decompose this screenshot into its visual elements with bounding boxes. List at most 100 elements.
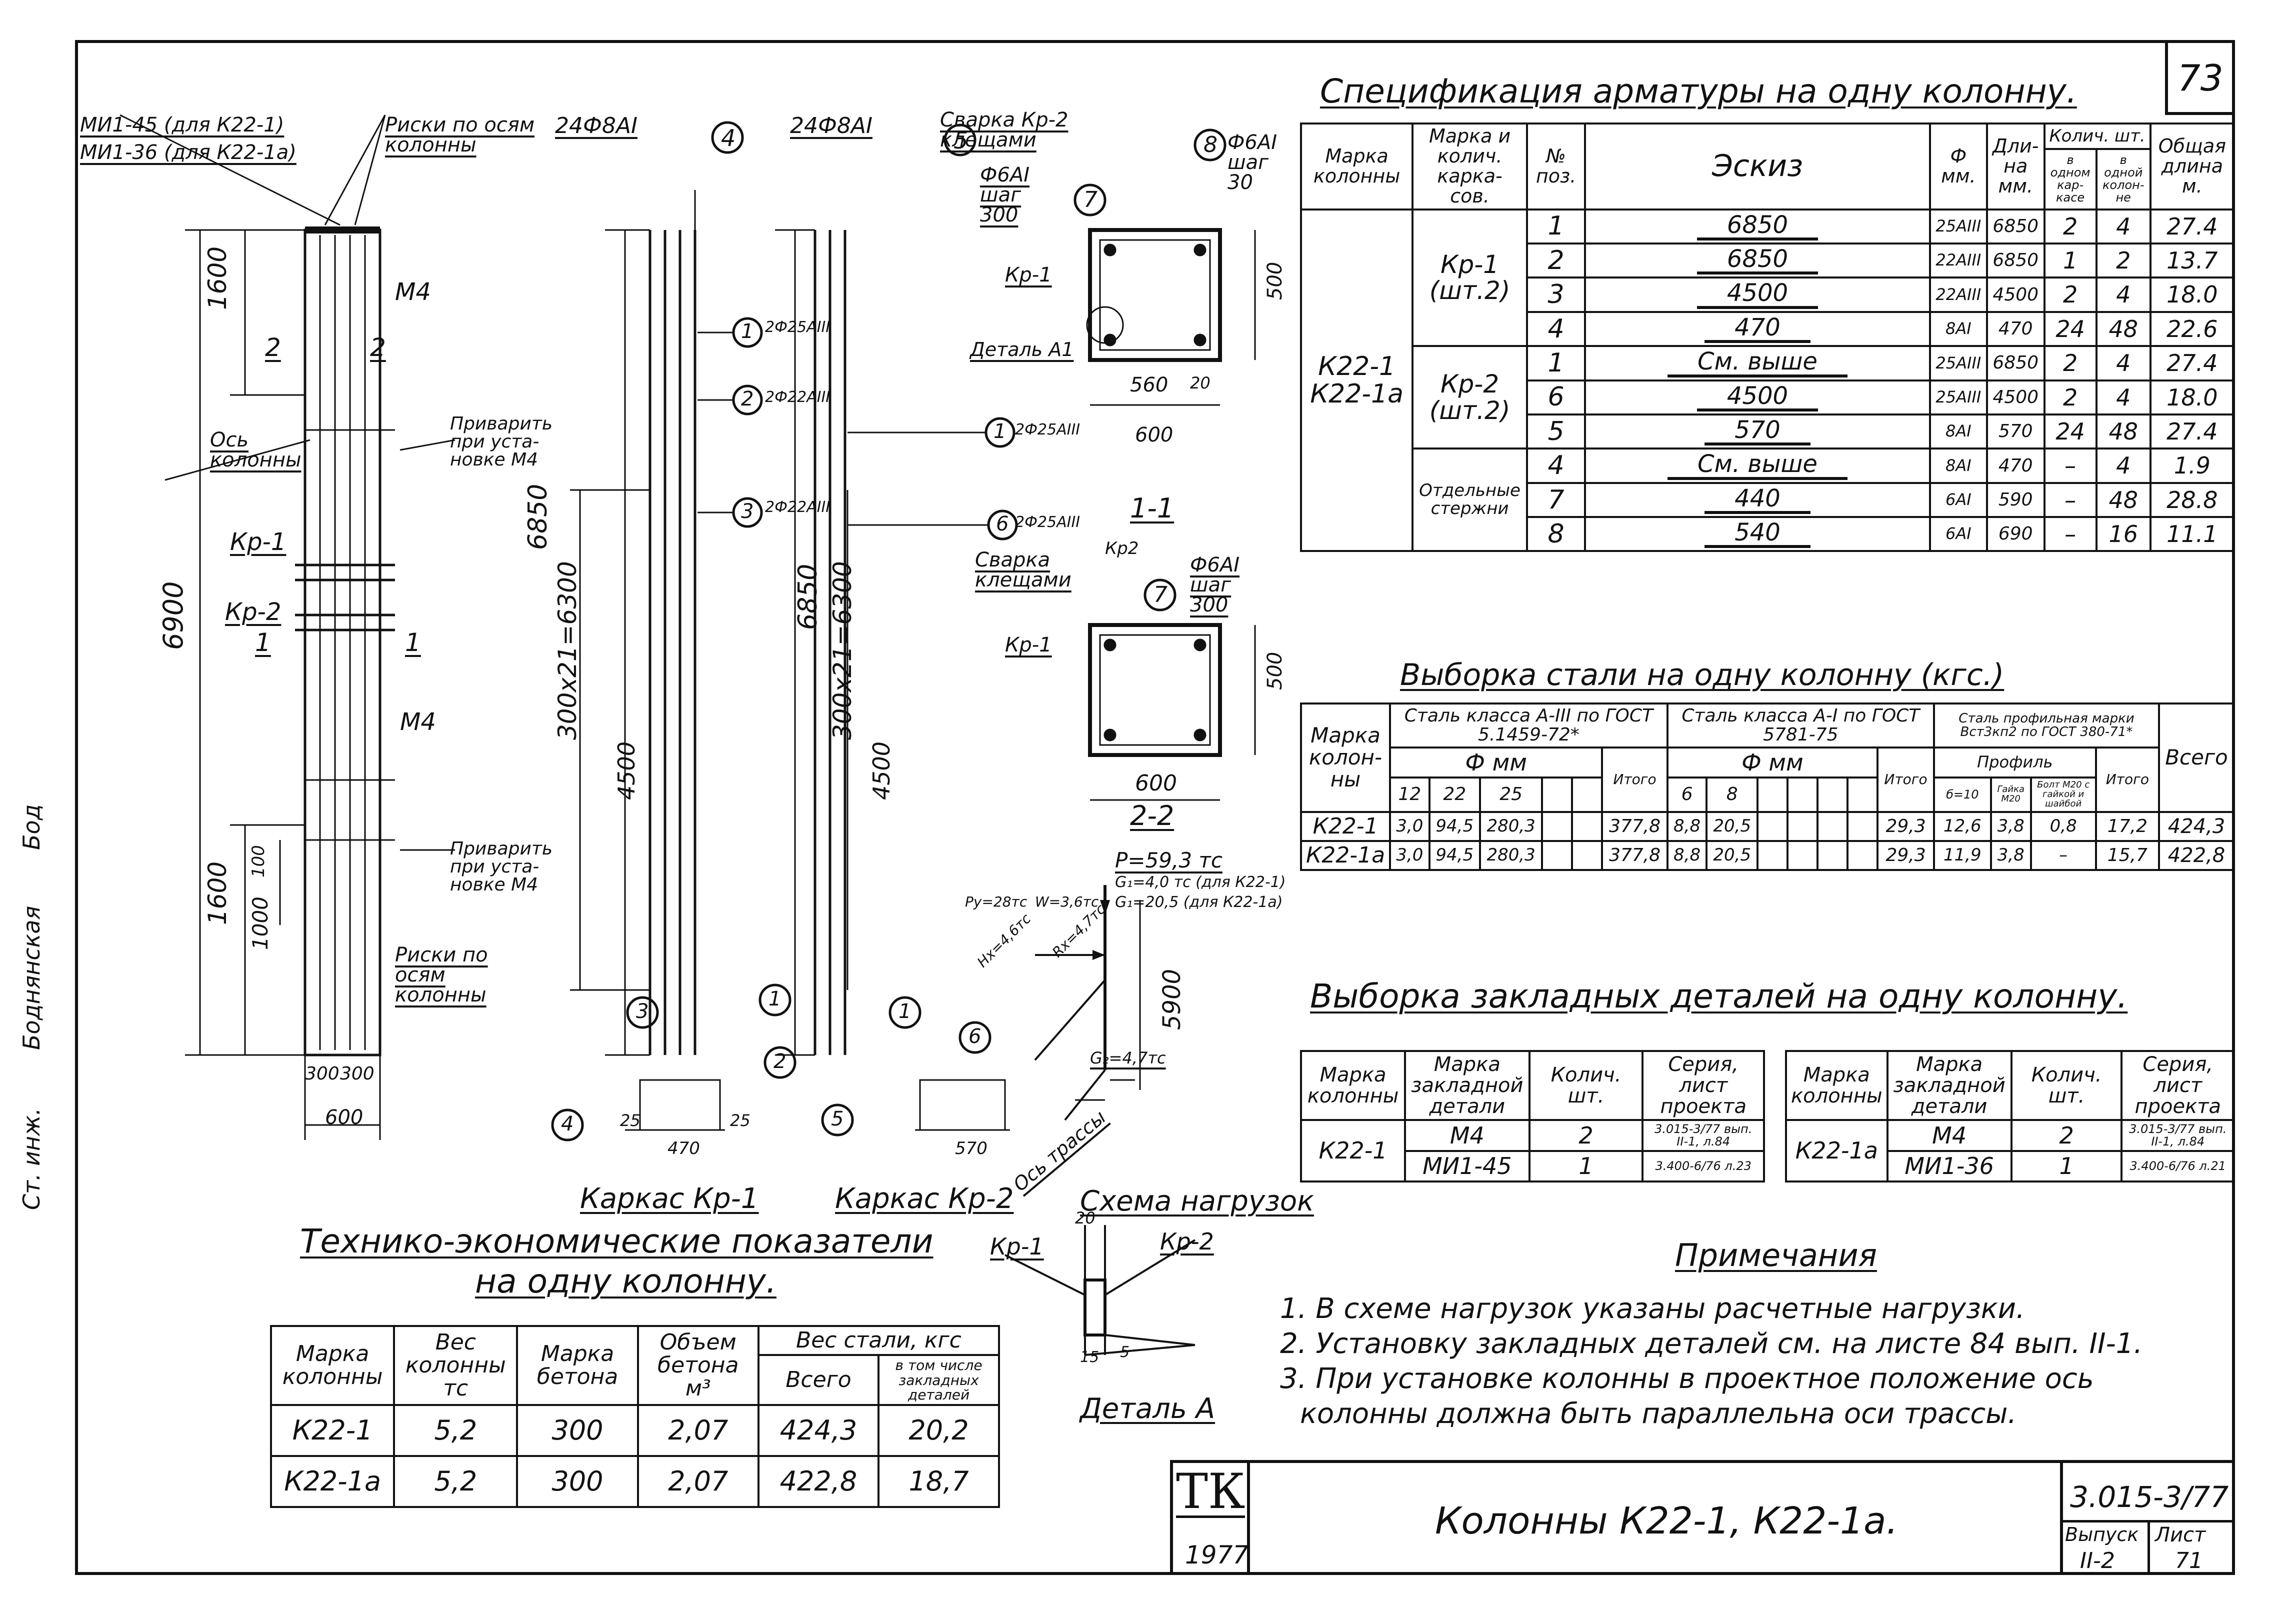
spec-pos: 8 [1526, 516, 1586, 552]
emb-r-header: Марка колонны Марка закладной детали Кол… [1785, 1050, 2235, 1121]
kr2-label: Кр-2 [225, 598, 282, 626]
kr2-callout-5: 5 [954, 127, 968, 154]
kr1-sec-470: 470 [668, 1138, 700, 1158]
emb-r-h-qty: Колич. шт. [2010, 1050, 2123, 1121]
sel-dp-nut: Гайка М20 [1990, 776, 2032, 813]
tep-h-mark: Марка колонны [270, 1324, 396, 1406]
detail-a-20: 20 [1075, 1208, 1096, 1228]
load-p: Р=59,3 тс [1115, 848, 1222, 872]
kr1-dim-4500: 4500 [613, 741, 640, 800]
kr1-sec-label: Кр-1 [1005, 264, 1052, 286]
spec-total: 11.1 [2149, 516, 2236, 552]
spec-dia: 25АIII [1928, 345, 1988, 382]
emb-l-det-1: М4 [1404, 1118, 1530, 1152]
weld-kr2: Сварка Кр-2 клещами [940, 108, 1068, 152]
sel-empty [1846, 810, 1879, 842]
emb-l-row-2: МИ1-45 1 3.400-6/76 л.23 [1301, 1150, 1765, 1182]
spec-len: 4500 [1986, 379, 2046, 416]
kr2-c1: 1 [898, 1000, 912, 1023]
spec-q-frame: 2 [2043, 379, 2098, 416]
emb-r-mark: К22-1а [1785, 1119, 1888, 1182]
spec-total: 27.4 [2149, 413, 2236, 450]
kr2-dim-6300: 300x21=6300 [828, 561, 857, 740]
detail-a1: Деталь А1 [970, 338, 1074, 360]
spec-title: Спецификация арматуры на одну колонну. [1320, 72, 2077, 110]
sel-a3-total: 377,8 [1601, 810, 1668, 842]
dim-width-300-a: 300 [305, 1064, 340, 1084]
sel-d1-empty-4 [1846, 776, 1879, 813]
spec-dia: 6АI [1928, 482, 1988, 518]
sel-mark: К22-1а [1300, 840, 1392, 871]
sec-20: 20 [1190, 374, 1210, 392]
column-note-mi1-45: МИ1-45 (для К22-1) [80, 114, 284, 136]
emb-r-ser-1: 3.015-3/77 вып. II-1, л.84 [2120, 1118, 2235, 1152]
spec-frame-group: Кр-1 (шт.2) [1412, 208, 1528, 348]
spec-sketch: 440 [1584, 482, 1931, 518]
sec-600-top: 600 [1135, 424, 1174, 446]
spec-pos: 2 [1526, 242, 1586, 279]
sel-h-total-prof: Итого [2094, 746, 2160, 813]
note-2: 2. Установку закладных деталей см. на ли… [1280, 1328, 2143, 1360]
section-2-left: 2 [265, 333, 281, 362]
kr1-c3: 3 [636, 1000, 649, 1023]
sel-mark: К22-1 [1300, 810, 1392, 842]
kr2-c6: 6 [968, 1025, 982, 1048]
callout-7-top: 7 [1084, 187, 1098, 212]
sel-empty [1846, 840, 1879, 871]
callout-7-mid: 7 [1154, 582, 1168, 608]
kr2-num-6: 6 [996, 512, 1009, 536]
section-2-right: 2 [370, 333, 386, 362]
spec-pos: 1 [1526, 208, 1586, 244]
sel-d3-22: 22 [1428, 776, 1481, 813]
kr2-caption: Каркас Кр-2 [835, 1182, 1014, 1215]
sel-h-prof: Сталь профильная марки Вст3кп2 по ГОСТ 3… [1932, 702, 2160, 748]
embedded-table-right: Марка колонны Марка закладной детали Кол… [1785, 1050, 2235, 1182]
tep-h-all: Всего [757, 1354, 880, 1406]
sel-h-phi-a1: Ф мм [1666, 746, 1879, 778]
tep-h-steel: Вес стали, кгс [757, 1324, 1000, 1356]
sel-h-total-a1: Итого [1876, 746, 1935, 813]
spec-sketch: См. выше [1584, 448, 1931, 484]
org-box [1170, 1460, 1250, 1575]
callout-8: 8 [1204, 132, 1218, 158]
spec-h-total: Общая длина м. [2149, 122, 2236, 210]
spec-q-col: 2 [2095, 242, 2152, 279]
tep-header-1: Марка колонны Вес колонны тс Марка бетон… [270, 1324, 1000, 1406]
spec-sketch-label: См. выше [1668, 349, 1848, 378]
load-g1-b: G₁=20,5 (для К22-1а) [1115, 894, 1283, 911]
section-2-2: 2-2 [1130, 800, 1174, 832]
tep-h-volume: Объем бетона м³ [636, 1324, 760, 1406]
spec-pos: 4 [1526, 448, 1586, 484]
spec-header-row: Марка колонны Марка и колич. карка-сов. … [1300, 122, 2236, 210]
spec-sketch-label: 6850 [1696, 212, 1818, 240]
sec-560: 560 [1130, 374, 1168, 396]
spec-dia: 6АI [1928, 516, 1988, 552]
spec-len: 4500 [1986, 276, 2046, 313]
spec-sketch-label: 470 [1704, 314, 1810, 344]
emb-r-row-1: К22-1а М4 2 3.015-3/77 вып. II-1, л.84 [1785, 1118, 2235, 1182]
spec-q-col: 16 [2095, 516, 2152, 552]
sel-header-row-2: Ф мм Итого Ф мм Итого Профиль Итого [1301, 746, 2234, 813]
sel-header-row-1: Марка колон-ны Сталь класса А-III по ГОС… [1300, 702, 2235, 813]
sel-h-mark: Марка колон-ны [1300, 702, 1392, 813]
tep-all: 424,3 [757, 1404, 880, 1458]
axis-label: Ось колонны [210, 428, 302, 472]
sel-empty [1786, 810, 1819, 842]
spec-dia: 25АIII [1928, 379, 1988, 416]
sec-500-bottom: 500 [1264, 652, 1286, 690]
spec-total: 18.0 [2149, 379, 2236, 416]
stirrup-f6-b: Ф6АI шаг 30 [1228, 131, 1278, 194]
weld-label-bottom: Приварить при уста-новке М4 [450, 838, 553, 895]
spec-sketch: 470 [1584, 310, 1931, 348]
sel-a1-value: 20,5 [1706, 810, 1759, 842]
column-outline [304, 228, 382, 1056]
kr1-c2: 2 [774, 1050, 786, 1073]
sel-prof-value: 3,8 [1990, 840, 2032, 871]
emb-l-ser-1: 3.015-3/77 вып. II-1, л.84 [1642, 1118, 1765, 1152]
kr1-num-1: 1 [741, 320, 754, 343]
kr1-num-2: 2 [741, 388, 754, 410]
